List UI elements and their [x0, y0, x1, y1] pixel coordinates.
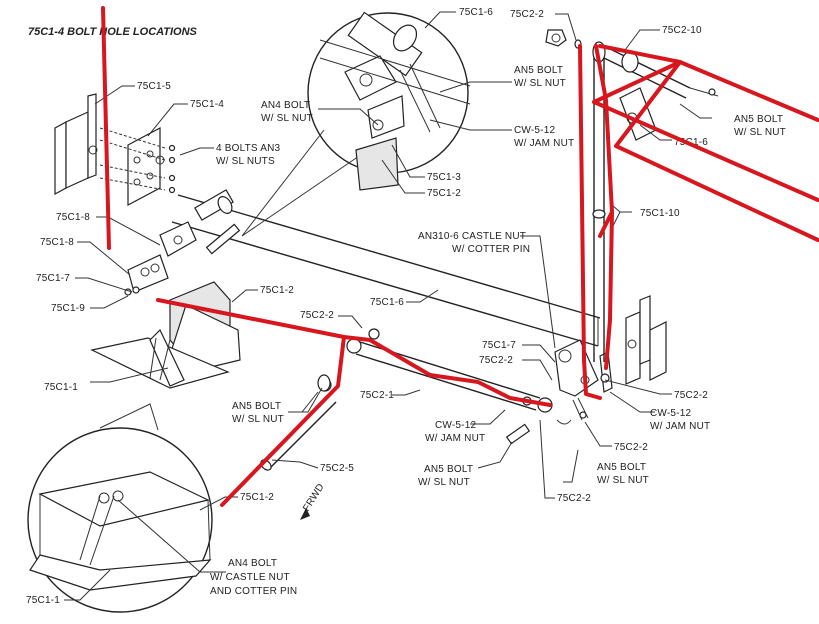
upper-right-linkage: [603, 47, 719, 141]
label-75c1-7-right: 75C1-7: [482, 340, 516, 351]
label-75c1-9: 75C1-9: [51, 303, 85, 314]
label-an4-sl-nut: W/ SL NUT: [261, 113, 313, 124]
bottom-detail-magnifier: [27, 403, 213, 613]
left-hinge-plate: [90, 328, 230, 389]
forward-arrow: FRWD: [300, 482, 327, 520]
label-75c1-1-bot: 75C1-1: [26, 595, 60, 606]
label-an5-bot-nut: W/ SL NUT: [418, 477, 470, 488]
label-an310: AN310-6 CASTLE NUT: [418, 231, 526, 242]
label-an4-bolt: AN4 BOLT: [261, 100, 310, 111]
label-75c2-2-low: 75C2-2: [614, 442, 648, 453]
label-an4-castle: AN4 BOLT: [228, 558, 277, 569]
label-cw-right: CW-5-12: [650, 408, 691, 419]
left-mount-bracket: [54, 93, 176, 206]
label-75c1-2-mid: 75C1-2: [260, 285, 294, 296]
label-75c1-5: 75C1-5: [137, 81, 171, 92]
label-an5-low-nut: W/ SL NUT: [597, 475, 649, 486]
label-75c1-3: 75C1-3: [427, 172, 461, 183]
top-detail-magnifier: [241, 11, 471, 237]
label-75c2-2-right: 75C2-2: [479, 355, 513, 366]
label-an5-top-nut: W/ SL NUT: [514, 78, 566, 89]
label-75c2-10: 75C2-10: [662, 25, 702, 36]
label-75c2-2-mid: 75C2-2: [300, 310, 334, 321]
right-mount-bracket: [625, 295, 667, 385]
label-cw-mid-nut: W/ JAM NUT: [425, 433, 485, 444]
label-75c1-8b: 75C1-8: [40, 237, 74, 248]
label-75c1-4: 75C1-4: [190, 99, 224, 110]
label-an5-mid-nut: W/ SL NUT: [232, 414, 284, 425]
label-75c1-7-left: 75C1-7: [36, 273, 70, 284]
label-75c2-1: 75C2-1: [360, 390, 394, 401]
label-an4-cotter: AND COTTER PIN: [210, 586, 297, 597]
label-75c1-6-mid: 75C1-6: [370, 297, 404, 308]
label-4-bolts-sl-nuts: W/ SL NUTS: [216, 156, 275, 167]
label-75c1-10: 75C1-10: [640, 208, 680, 219]
leader-lines: [64, 11, 712, 601]
label-cw-top-nut: W/ JAM NUT: [514, 138, 574, 149]
callout-labels: 75C1-6 75C1-5 75C1-4 4 BOLTS AN3 W/ SL N…: [26, 7, 786, 606]
label-75c2-5: 75C2-5: [320, 463, 354, 474]
label-an5-bot: AN5 BOLT: [424, 464, 473, 475]
hardware: [317, 374, 589, 445]
label-75c1-1-mid: 75C1-1: [44, 382, 78, 393]
label-an310-pin: W/ COTTER PIN: [452, 244, 530, 255]
label-cw-top: CW-5-12: [514, 125, 555, 136]
frwd-label: FRWD: [301, 482, 327, 514]
label-4-bolts-an3: 4 BOLTS AN3: [216, 143, 281, 154]
label-an5-right-nut: W/ SL NUT: [734, 127, 786, 138]
label-cw-mid: CW-5-12: [435, 420, 476, 431]
diagram-title: 75C1-4 BOLT HOLE LOCATIONS: [28, 26, 198, 38]
label-75c2-2-far: 75C2-2: [674, 390, 708, 401]
label-75c1-2-top: 75C1-2: [427, 188, 461, 199]
red-markup: [101, 6, 819, 507]
label-an5-top: AN5 BOLT: [514, 65, 563, 76]
label-an4-castle-nut: W/ CASTLE NUT: [210, 572, 290, 583]
label-75c1-2-bot: 75C1-2: [240, 492, 274, 503]
torque-tube: [171, 194, 601, 347]
label-75c1-6-top: 75C1-6: [459, 7, 493, 18]
label-cw-right-nut: W/ JAM NUT: [650, 421, 710, 432]
label-an5-mid: AN5 BOLT: [232, 401, 281, 412]
label-75c2-2-bot: 75C2-2: [557, 493, 591, 504]
label-75c2-2-top: 75C2-2: [510, 9, 544, 20]
label-an5-low: AN5 BOLT: [597, 462, 646, 473]
label-75c1-8a: 75C1-8: [56, 212, 90, 223]
label-an5-right: AN5 BOLT: [734, 114, 783, 125]
